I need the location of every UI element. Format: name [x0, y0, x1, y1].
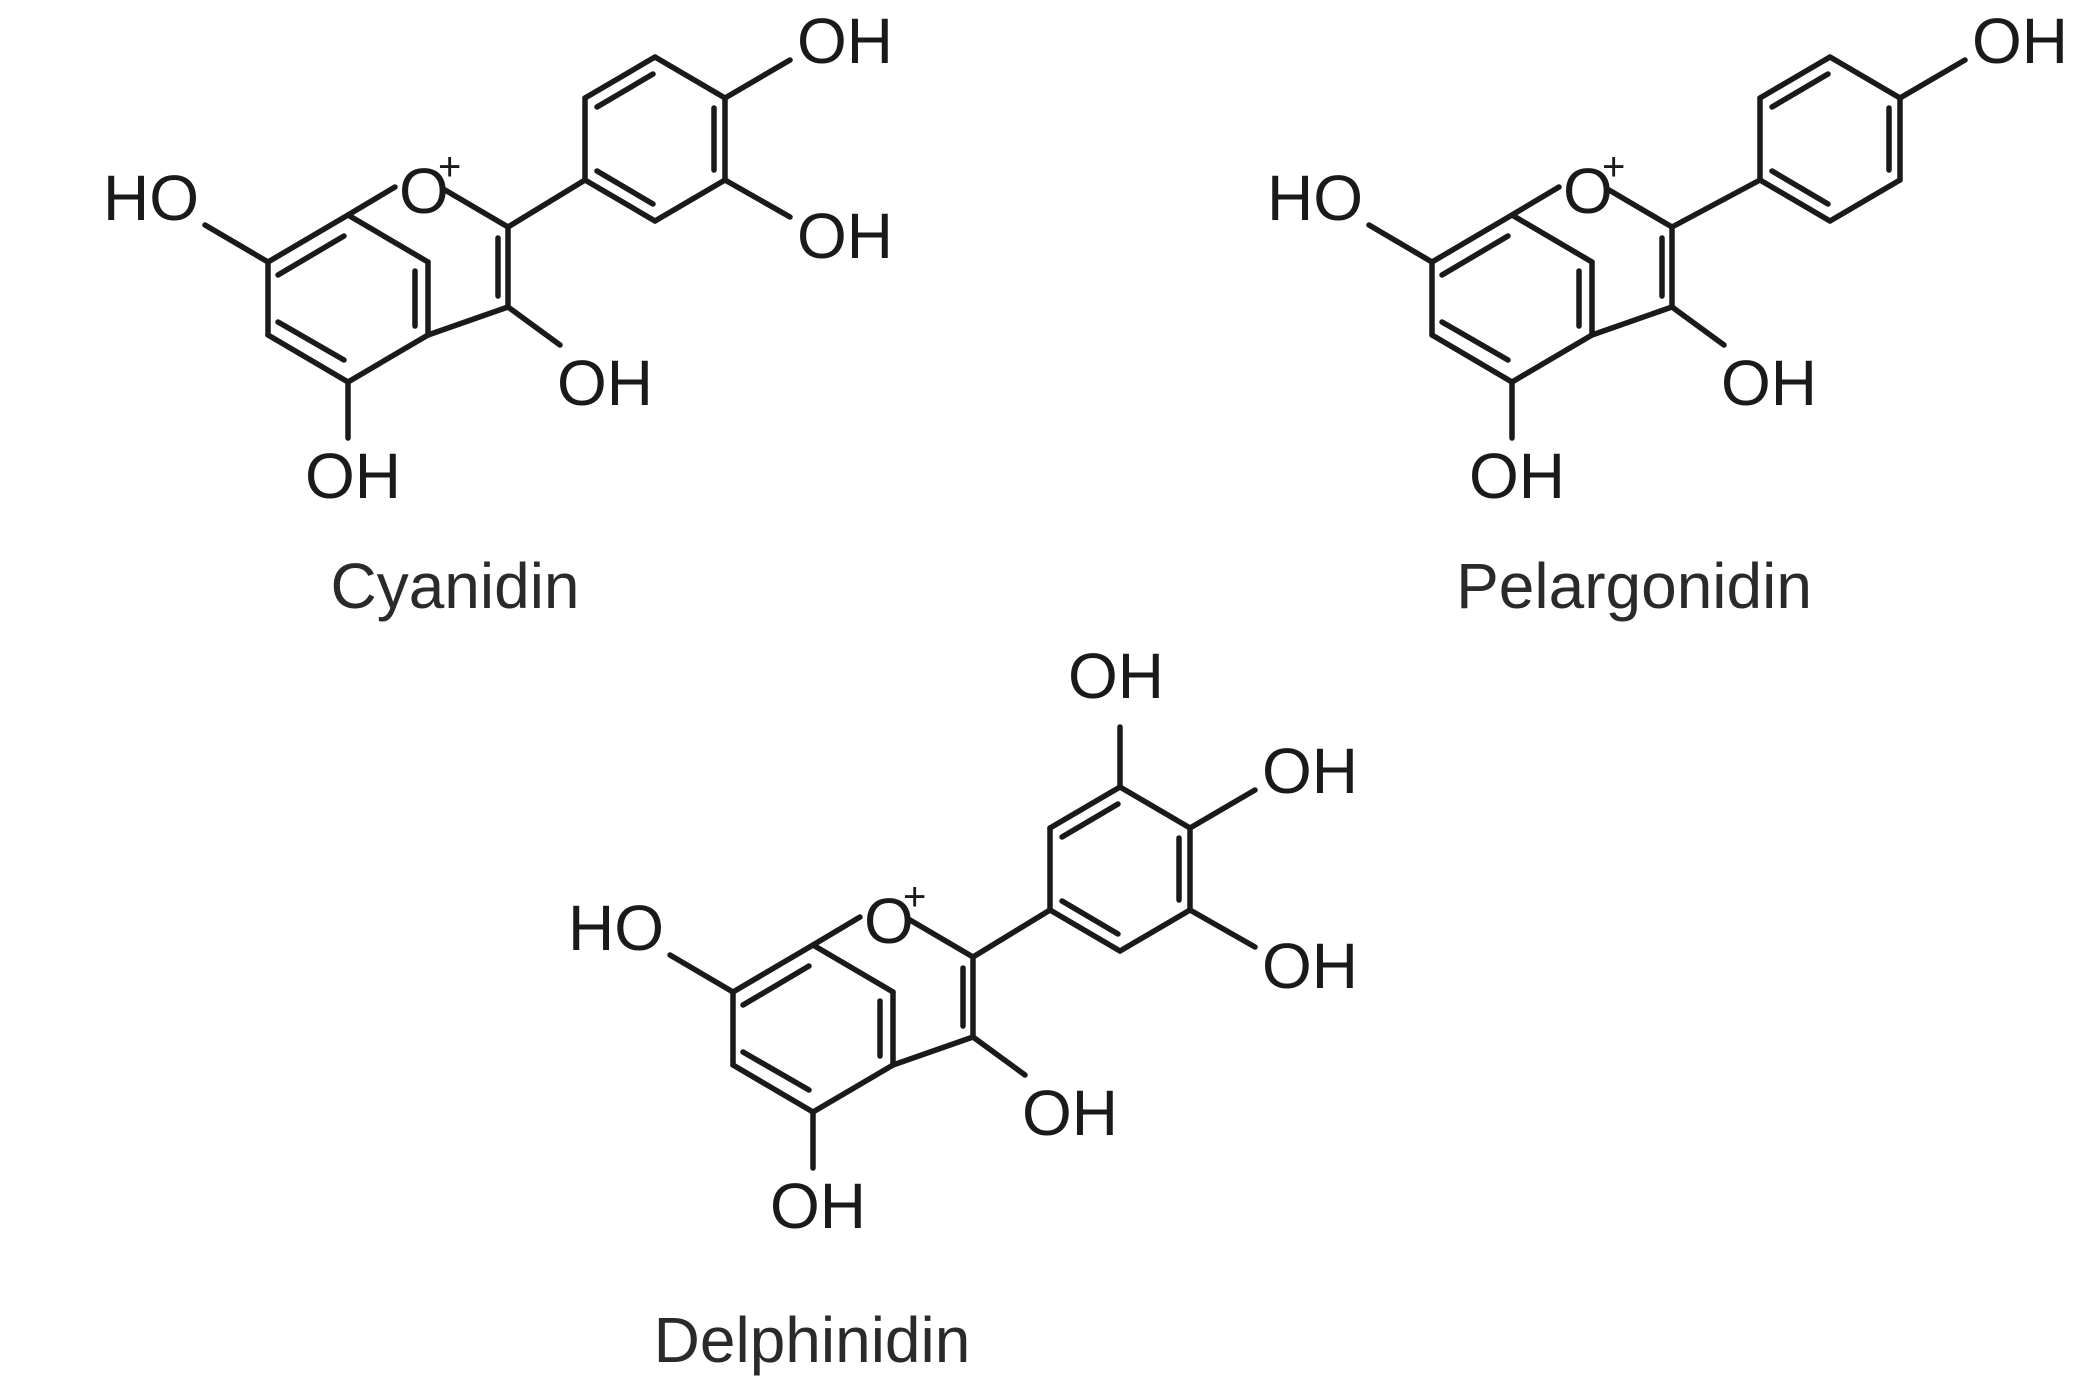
hydroxyl-5prime-label: OH	[1262, 930, 1358, 1002]
hydroxyl-7-label: HO	[1267, 162, 1363, 234]
hydroxyl-5-label: OH	[1469, 440, 1565, 512]
ring-oxygen-label: O	[1563, 155, 1613, 227]
hydroxyl-7-label: HO	[568, 892, 664, 964]
hydroxyl-5-label: OH	[305, 440, 401, 512]
hydroxyl-4prime-label: OH	[1972, 5, 2068, 77]
ring-oxygen-charge: +	[903, 875, 926, 919]
hydroxyl-5-label: OH	[770, 1170, 866, 1242]
hydroxyl-3-label: OH	[557, 347, 653, 419]
molecule-delphinidin: O + HO OH OH OH OH OH Delphinidin	[568, 640, 1358, 1376]
ring-oxygen-label: O	[864, 885, 914, 957]
hydroxyl-3-label: OH	[1022, 1077, 1118, 1149]
hydroxyl-4prime-label: OH	[797, 5, 893, 77]
hydroxyl-7-label: HO	[103, 162, 199, 234]
hydroxyl-3prime-label: OH	[1068, 640, 1164, 712]
delphinidin-bonds	[667, 724, 1258, 1171]
hydroxyl-3-label: OH	[1721, 347, 1817, 419]
ring-oxygen-label: O	[399, 155, 449, 227]
hydroxyl-4prime-label: OH	[1262, 735, 1358, 807]
compound-name-delphinidin: Delphinidin	[654, 1304, 971, 1376]
delphinidin-atom-labels: O + HO OH OH OH OH OH	[568, 640, 1358, 1242]
pelargonidin-bonds	[1366, 54, 1968, 441]
compound-name-cyanidin: Cyanidin	[330, 550, 579, 622]
molecule-cyanidin: O + HO OH OH OH OH Cyanidin	[103, 5, 893, 622]
pelargonidin-atom-labels: O + HO OH OH OH	[1267, 5, 2068, 512]
hydroxyl-3prime-label: OH	[797, 200, 893, 272]
ring-oxygen-charge: +	[1602, 145, 1625, 189]
compound-name-pelargonidin: Pelargonidin	[1456, 550, 1812, 622]
ring-oxygen-charge: +	[438, 145, 461, 189]
cyanidin-atom-labels: O + HO OH OH OH OH	[103, 5, 893, 512]
cyanidin-bonds	[202, 54, 793, 441]
molecule-pelargonidin: O + HO OH OH OH Pelargonidin	[1267, 5, 2068, 622]
